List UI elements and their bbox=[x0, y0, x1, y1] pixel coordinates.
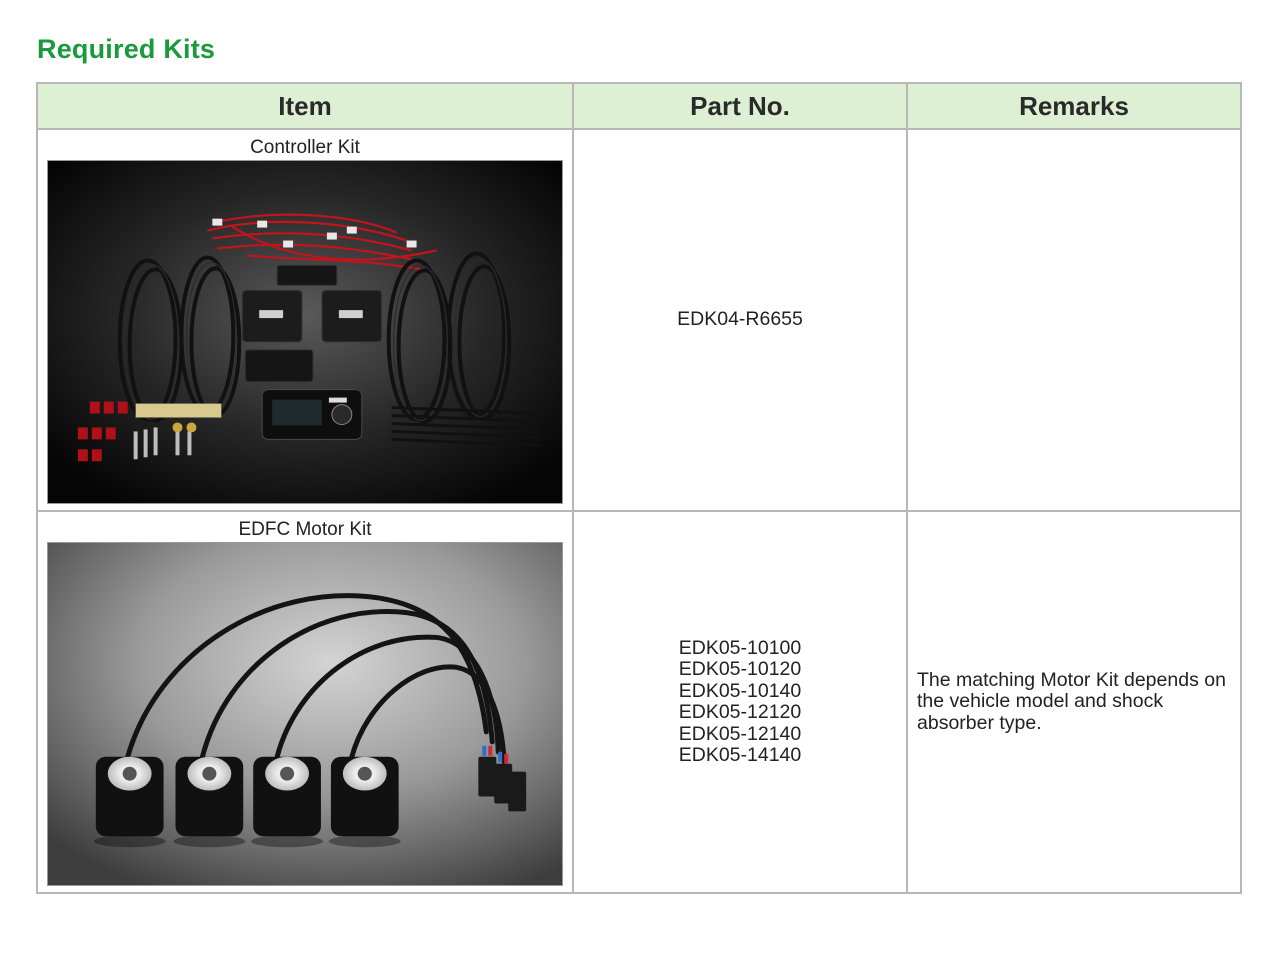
edfc-motor-kit-photo bbox=[47, 542, 563, 886]
table-row: Controller Kit bbox=[36, 128, 1242, 512]
item-cell: Controller Kit bbox=[36, 128, 574, 512]
remarks-cell bbox=[906, 128, 1242, 512]
part-number: EDK05-12140 bbox=[678, 722, 802, 745]
header-item: Item bbox=[36, 82, 574, 130]
remarks-cell: The matching Motor Kit depends on the ve… bbox=[906, 510, 1242, 894]
part-number: EDK04-R6655 bbox=[677, 308, 803, 331]
controller-kit-photo bbox=[47, 160, 563, 504]
table-header-row: Item Part No. Remarks bbox=[36, 82, 1242, 130]
part-number: EDK05-14140 bbox=[678, 744, 802, 766]
table-row: EDFC Motor Kit bbox=[36, 510, 1242, 894]
header-remarks: Remarks bbox=[906, 82, 1242, 130]
part-number: EDK05-10140 bbox=[678, 679, 802, 702]
item-cell: EDFC Motor Kit bbox=[36, 510, 574, 894]
header-part-no: Part No. bbox=[572, 82, 908, 130]
part-number: EDK05-10120 bbox=[678, 658, 802, 680]
item-name: EDFC Motor Kit bbox=[238, 519, 372, 540]
part-number: EDK05-12120 bbox=[678, 701, 802, 723]
page-title: Required Kits bbox=[37, 34, 216, 64]
part-number: EDK05-10100 bbox=[678, 636, 802, 659]
required-kits-table: Item Part No. Remarks Controller Kit bbox=[36, 82, 1242, 894]
item-name: Controller Kit bbox=[250, 137, 360, 158]
part-number-cell: EDK04-R6655 bbox=[572, 128, 908, 512]
part-number-cell: EDK05-10100 EDK05-10120 EDK05-10140 EDK0… bbox=[572, 510, 908, 894]
